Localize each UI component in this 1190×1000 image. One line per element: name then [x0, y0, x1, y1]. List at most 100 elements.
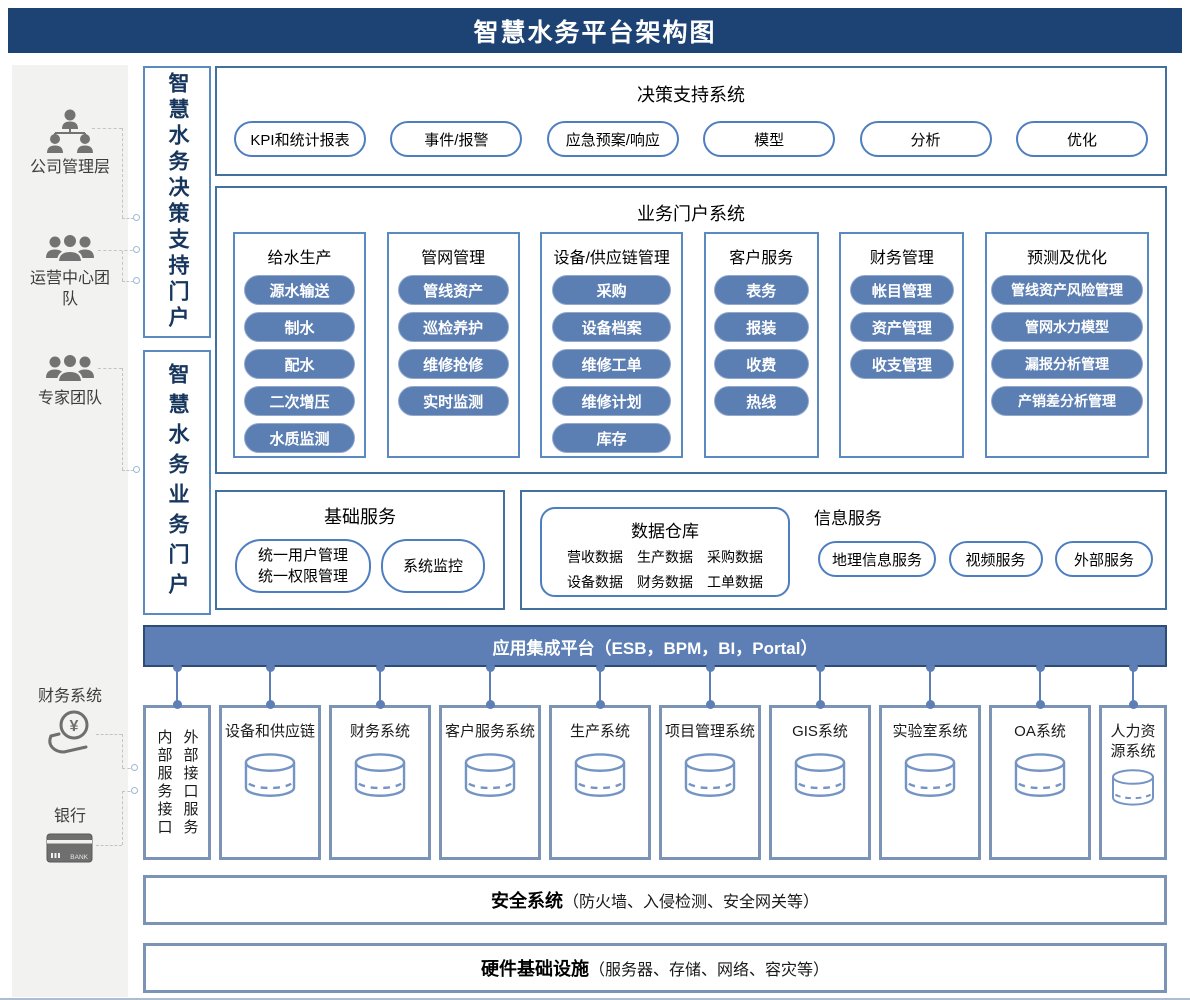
- business-column-title: 财务管理: [869, 250, 934, 267]
- hardware-bar-title: 硬件基础设施: [480, 959, 589, 979]
- dashed-connector: [122, 791, 123, 845]
- business-column: 客户服务表务报装收费热线: [703, 232, 819, 458]
- foundation-pill-line: 统一权限管理: [257, 568, 348, 585]
- business-portal-columns: 给水生产源水输送制水配水二次增压水质监测管网管理管线资产巡检养护维修抢修实时监测…: [233, 232, 1149, 458]
- system-label: 客户服务系统: [444, 723, 535, 740]
- decision-support-system-box: 决策支持系统 KPI和统计报表事件/报警应急预案/响应模型分析优化: [215, 66, 1167, 176]
- org-chart-icon: [47, 109, 93, 153]
- business-portal-title: 业务门户系统: [637, 204, 745, 224]
- system-box: 客户服务系统: [439, 663, 541, 860]
- bus-connector: [595, 663, 605, 709]
- database-icon: [244, 753, 296, 797]
- svg-text:BANK: BANK: [70, 854, 88, 861]
- dashed-connector: [98, 250, 138, 251]
- dashed-connector: [122, 368, 123, 470]
- system-label: 生产系统: [569, 723, 630, 740]
- module-pill: 维修计划: [551, 386, 672, 416]
- system-label: 设备和供应链: [224, 723, 315, 740]
- module-pill: 收费: [713, 349, 809, 379]
- finance-coin-hand-icon: ¥: [48, 710, 89, 754]
- business-column: 预测及优化管线资产风险管理管网水力模型漏报分析管理产销差分析管理: [984, 232, 1149, 458]
- actor-label: 运营中心团队: [29, 270, 110, 308]
- system-box: 生产系统: [549, 663, 651, 860]
- module-pill: 维修抢修: [397, 349, 509, 379]
- dashed-connector: [122, 128, 123, 218]
- bus-connector: [172, 663, 182, 709]
- database-icon: [904, 753, 956, 797]
- connector-dot: [133, 246, 140, 253]
- bus-connector: [1035, 663, 1045, 709]
- business-column: 管网管理管线资产巡检养护维修抢修实时监测: [386, 232, 520, 458]
- decision-pill: 优化: [1015, 121, 1148, 157]
- system-box: OA系统: [989, 663, 1091, 860]
- actor-label: 公司管理层: [29, 159, 110, 176]
- team-icon: [46, 233, 94, 263]
- module-pill: 二次增压: [244, 386, 355, 416]
- data-warehouse-row: 设备数据 财务数据 工单数据: [567, 574, 763, 590]
- business-column-title: 给水生产: [267, 250, 332, 267]
- team-icon: [46, 353, 94, 383]
- module-pill: 采购: [551, 275, 672, 305]
- interface-services-box: 内部服务接口 外部接口服务: [143, 663, 211, 860]
- system-box: 设备和供应链: [219, 663, 321, 860]
- decision-pill: 应急预案/响应: [546, 121, 679, 157]
- svg-text:¥: ¥: [70, 718, 79, 735]
- database-icon: [1112, 769, 1154, 806]
- module-pill: 制水: [244, 312, 355, 342]
- module-pill: 漏报分析管理: [990, 349, 1143, 379]
- system-label: 项目管理系统: [664, 723, 755, 740]
- info-service-pill: 外部服务: [1055, 541, 1153, 577]
- connector-dot: [131, 764, 138, 771]
- bus-connector: [485, 663, 495, 709]
- dashed-connector: [122, 791, 136, 792]
- data-warehouse-title: 数据仓库: [631, 522, 699, 541]
- decision-pill: 模型: [703, 121, 836, 157]
- system-label: 人力资源系统: [1110, 723, 1156, 760]
- module-pill: 报装: [713, 312, 809, 342]
- module-pill: 源水输送: [244, 275, 355, 305]
- decision-pill: 分析: [859, 121, 992, 157]
- connector-dot: [133, 277, 140, 284]
- bus-connector: [375, 663, 385, 709]
- foundation-title: 基础服务: [324, 507, 396, 527]
- module-pill: 维修工单: [551, 349, 672, 379]
- info-services-title: 信息服务: [814, 509, 882, 528]
- system-box: GIS系统: [769, 663, 871, 860]
- dashed-connector: [122, 281, 138, 282]
- foundation-services-box: 基础服务 统一用户管理统一权限管理 系统监控: [215, 490, 505, 610]
- page-title: 智慧水务平台架构图: [8, 8, 1182, 53]
- connector-dot: [131, 787, 138, 794]
- portal-decision-support: 智慧水务决策支持门户: [143, 66, 211, 338]
- business-column-title: 客户服务: [729, 250, 794, 267]
- dashed-connector: [122, 218, 138, 219]
- decision-support-pill-row: KPI和统计报表事件/报警应急预案/响应模型分析优化: [217, 121, 1165, 157]
- business-column-title: 管网管理: [421, 250, 486, 267]
- foundation-pill: 统一用户管理统一权限管理: [235, 539, 371, 593]
- bus-connector: [925, 663, 935, 709]
- module-pill: 帐目管理: [849, 275, 954, 305]
- module-pill: 配水: [244, 349, 355, 379]
- foundation-pill-line: 系统监控: [402, 557, 463, 575]
- bank-label: 银行: [53, 808, 86, 825]
- business-column: 财务管理帐目管理资产管理收支管理: [839, 232, 965, 458]
- dashed-connector: [122, 470, 138, 471]
- connector-dot: [133, 466, 140, 473]
- database-icon: [354, 753, 406, 797]
- system-label: GIS系统: [792, 723, 848, 740]
- decision-pill: 事件/报警: [390, 121, 523, 157]
- integration-platform-bar: 应用集成平台（ESB，BPM，BI，Portal）: [143, 625, 1167, 667]
- module-pill: 热线: [713, 386, 809, 416]
- dashed-connector: [96, 734, 122, 735]
- module-pill: 水质监测: [244, 423, 355, 453]
- module-pill: 设备档案: [551, 312, 672, 342]
- module-pill: 产销差分析管理: [990, 386, 1143, 416]
- dashed-connector: [92, 128, 122, 129]
- module-pill: 巡检养护: [397, 312, 509, 342]
- database-icon: [1014, 753, 1066, 797]
- system-label: 实验室系统: [892, 723, 968, 740]
- decision-pill: KPI和统计报表: [234, 121, 366, 157]
- bus-connector: [815, 663, 825, 709]
- business-column: 给水生产源水输送制水配水二次增压水质监测: [233, 232, 366, 458]
- module-pill: 资产管理: [849, 312, 954, 342]
